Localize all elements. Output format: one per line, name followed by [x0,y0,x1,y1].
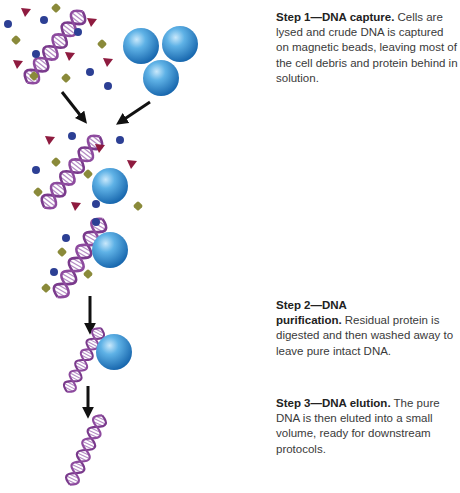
debris-dot [32,166,40,174]
step-heading: Step 1—DNA capture. [276,11,394,23]
debris-diamond [11,35,21,45]
step-heading: Step 3—DNA elution. [276,397,391,409]
debris-diamond [83,169,93,179]
debris-dot [92,200,100,208]
debris-dot [86,68,94,76]
dna-helix [64,412,109,487]
debris-diamond [97,39,107,49]
step-description: Step 2—DNA purification.Residual protein… [276,298,458,359]
debris-diamond [133,201,143,211]
debris-triangle [71,202,81,211]
debris-diamond [57,247,67,257]
debris-triangle [95,144,105,153]
debris-diamond [33,187,43,197]
debris-triangle [103,58,113,67]
process-arrow [120,102,150,122]
magnetic-bead [92,232,128,268]
debris-diamond [61,73,71,83]
debris-triangle [65,52,75,61]
debris-triangle [21,8,31,17]
magnetic-bead [92,168,128,204]
pure-bound-dna [61,325,132,395]
debris-dot [62,234,70,242]
debris-diamond [51,3,61,13]
magnetic-bead [96,334,132,370]
eluted-dna [64,412,109,487]
process-arrow [62,92,84,120]
debris-diamond [29,71,39,81]
debris-triangle [13,60,23,69]
debris-dot [92,218,100,226]
bound-dna-with-debris [32,132,143,213]
magnetic-beads [123,26,198,96]
bound-dna-residual-protein [41,215,128,301]
debris-dot [50,268,58,276]
dna-helix [21,7,89,88]
step-description: Step 1—DNA capture.Cells are lysed and c… [276,10,458,86]
debris-dot [74,28,82,36]
debris-dot [4,20,12,28]
debris-dot [68,132,76,140]
debris-dot [40,16,48,24]
dna-helix [38,132,106,213]
process-arrow [87,386,90,414]
crude-lysate [4,3,113,90]
magnetic-bead [162,26,198,62]
debris-triangle [127,160,137,169]
debris-triangle [45,136,55,145]
magnetic-bead [143,60,179,96]
debris-diamond [51,157,61,167]
step-description: Step 3—DNA elution.The pure DNA is then … [276,396,458,457]
debris-dot [116,136,124,144]
step-heading: Step 2—DNA purification. [276,299,347,326]
debris-diamond [83,269,93,279]
process-arrow [89,296,92,330]
debris-diamond [41,283,51,293]
debris-triangle [87,18,97,27]
debris-dot [104,82,112,90]
debris-dot [32,50,40,58]
magnetic-bead [123,28,159,64]
